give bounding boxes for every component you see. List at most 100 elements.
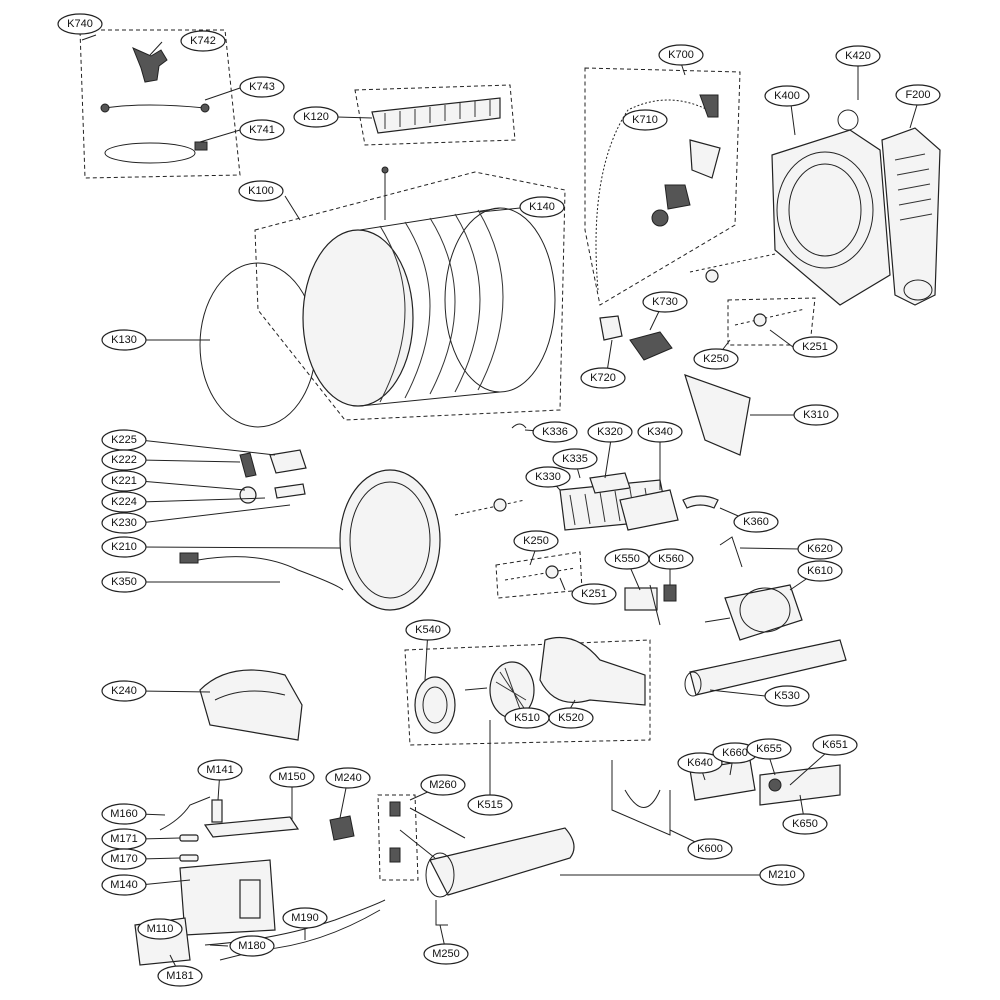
callout-k250-lower: K250 bbox=[513, 530, 559, 552]
label-m190: M190 bbox=[291, 912, 319, 924]
label-k400: K400 bbox=[774, 90, 800, 102]
callout-k335: K335 bbox=[552, 448, 598, 470]
label-k743: K743 bbox=[249, 81, 275, 93]
callout-m150: M150 bbox=[269, 766, 315, 788]
label-m181: M181 bbox=[166, 970, 194, 982]
callout-k650: K650 bbox=[782, 813, 828, 835]
label-k740: K740 bbox=[67, 18, 93, 30]
callout-k560: K560 bbox=[648, 548, 694, 570]
label-k230: K230 bbox=[111, 517, 137, 529]
heater-duct-part bbox=[511, 423, 719, 531]
callout-m210: M210 bbox=[759, 864, 805, 886]
callout-k520: K520 bbox=[548, 707, 594, 729]
label-k650: K650 bbox=[792, 818, 818, 830]
label-k224: K224 bbox=[111, 496, 137, 508]
callout-k600: K600 bbox=[687, 838, 733, 860]
label-k520: K520 bbox=[558, 712, 584, 724]
callout-m190: M190 bbox=[282, 907, 328, 929]
callout-k360: K360 bbox=[733, 511, 779, 533]
label-k742: K742 bbox=[190, 35, 216, 47]
label-k710: K710 bbox=[632, 114, 658, 126]
callout-k320: K320 bbox=[587, 421, 633, 443]
callout-k515: K515 bbox=[467, 794, 513, 816]
callout-k741: K741 bbox=[239, 119, 285, 141]
label-k250-upper: K250 bbox=[703, 353, 729, 365]
callout-m160: M160 bbox=[101, 803, 147, 825]
label-k660: K660 bbox=[722, 747, 748, 759]
callout-k336: K336 bbox=[532, 421, 578, 443]
label-m180: M180 bbox=[238, 940, 266, 952]
label-k610: K610 bbox=[807, 565, 833, 577]
hardware-parts bbox=[454, 253, 806, 581]
label-m210: M210 bbox=[768, 869, 796, 881]
label-k560: K560 bbox=[658, 553, 684, 565]
callout-m140: M140 bbox=[101, 874, 147, 896]
callout-m141: M141 bbox=[197, 759, 243, 781]
label-k330: K330 bbox=[535, 471, 561, 483]
callout-k251-lower: K251 bbox=[571, 583, 617, 605]
label-m140: M140 bbox=[110, 879, 138, 891]
wire-harness-part bbox=[179, 552, 344, 591]
burner-part bbox=[329, 801, 575, 926]
label-k360: K360 bbox=[743, 516, 769, 528]
label-k420: K420 bbox=[845, 50, 871, 62]
callout-k130: K130 bbox=[101, 329, 147, 351]
callout-k340: K340 bbox=[637, 421, 683, 443]
callout-k224: K224 bbox=[101, 491, 147, 513]
label-k335: K335 bbox=[562, 453, 588, 465]
callout-k730: K730 bbox=[642, 291, 688, 313]
label-k700: K700 bbox=[668, 49, 694, 61]
label-k120: K120 bbox=[303, 111, 329, 123]
label-k510: K510 bbox=[514, 712, 540, 724]
callout-k400: K400 bbox=[764, 85, 810, 107]
label-k530: K530 bbox=[774, 690, 800, 702]
sensor-part bbox=[624, 584, 677, 626]
callout-k530: K530 bbox=[764, 685, 810, 707]
label-k130: K130 bbox=[111, 334, 137, 346]
hose-kit bbox=[100, 47, 210, 164]
label-k240: K240 bbox=[111, 685, 137, 697]
door-switch-part bbox=[239, 449, 307, 504]
label-k600: K600 bbox=[697, 843, 723, 855]
label-k730: K730 bbox=[652, 296, 678, 308]
label-k720: K720 bbox=[590, 372, 616, 384]
callout-m240: M240 bbox=[325, 767, 371, 789]
callout-k251-upper: K251 bbox=[792, 336, 838, 358]
label-k320: K320 bbox=[597, 426, 623, 438]
callout-k120: K120 bbox=[293, 106, 339, 128]
label-k540: K540 bbox=[415, 624, 441, 636]
callout-k420: K420 bbox=[835, 45, 881, 67]
label-m150: M150 bbox=[278, 771, 306, 783]
callout-k720: K720 bbox=[580, 367, 626, 389]
callout-k221: K221 bbox=[101, 470, 147, 492]
drum-part bbox=[199, 166, 556, 428]
water-line-part bbox=[595, 94, 721, 291]
callout-k610: K610 bbox=[797, 560, 843, 582]
callout-k740: K740 bbox=[57, 13, 103, 35]
label-k640: K640 bbox=[687, 757, 713, 769]
label-k210: K210 bbox=[111, 541, 137, 553]
label-k340: K340 bbox=[647, 426, 673, 438]
label-k620: K620 bbox=[807, 543, 833, 555]
callout-k651: K651 bbox=[812, 734, 858, 756]
callout-k350: K350 bbox=[101, 571, 147, 593]
label-k222: K222 bbox=[111, 454, 137, 466]
callout-m171: M171 bbox=[101, 828, 147, 850]
duct-part bbox=[684, 374, 751, 456]
label-k225: K225 bbox=[111, 434, 137, 446]
label-f200: F200 bbox=[905, 89, 930, 101]
label-k221: K221 bbox=[111, 475, 137, 487]
callout-k620: K620 bbox=[797, 538, 843, 560]
callout-k210: K210 bbox=[101, 536, 147, 558]
label-k515: K515 bbox=[477, 799, 503, 811]
callout-k550: K550 bbox=[604, 548, 650, 570]
label-k651: K651 bbox=[822, 739, 848, 751]
callout-k230: K230 bbox=[101, 512, 147, 534]
callout-k510: K510 bbox=[504, 707, 550, 729]
callout-m170: M170 bbox=[101, 848, 147, 870]
callout-k100: K100 bbox=[238, 180, 284, 202]
label-k251-lower: K251 bbox=[581, 588, 607, 600]
callout-m181: M181 bbox=[157, 965, 203, 987]
exhaust-duct-part bbox=[684, 639, 847, 697]
